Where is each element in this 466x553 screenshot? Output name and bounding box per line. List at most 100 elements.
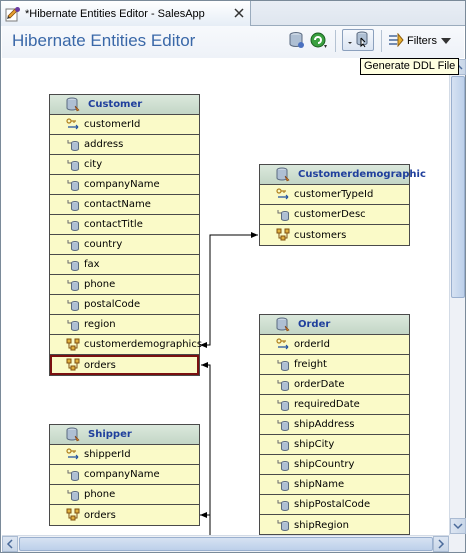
connector-customerdemographics [200,234,258,346]
property-label: orderDate [294,379,345,390]
property-row[interactable]: companyName [50,465,199,485]
property-row[interactable]: orders [50,355,199,375]
property-label: fax [84,259,100,270]
property-row[interactable]: contactTitle [50,215,199,235]
connector-orders [201,364,211,535]
property-row[interactable]: shipName [260,475,409,495]
property-label: phone [84,279,116,290]
entity-header[interactable]: Customerdemographic [260,165,426,185]
property-row[interactable]: orderId [260,335,409,355]
property-row[interactable]: shipRegion [260,515,409,535]
property-row[interactable]: contactName [50,195,199,215]
relation-icon [66,508,80,521]
connector-arrowhead [251,232,258,238]
tab-bar: *Hibernate Entities Editor - SalesApp [1,1,465,26]
field-icon [66,238,80,251]
field-icon [66,258,80,271]
entity-header[interactable]: Order [260,315,409,335]
relation-icon [276,228,290,241]
field-icon [66,298,80,311]
editor-icon [5,6,21,22]
property-label: customers [294,229,347,241]
property-row[interactable]: orderDate [260,375,409,395]
filters-dropdown[interactable]: Filters [388,31,451,51]
refresh-button[interactable] [309,31,329,51]
connector-arrowhead [201,362,208,368]
property-row[interactable]: fax [50,255,199,275]
key-icon [66,118,80,131]
property-row[interactable]: customerId [50,115,199,135]
property-row[interactable]: city [50,155,199,175]
page-title: Hibernate Entities Editor [12,31,196,50]
entity-icon [276,167,290,182]
database-button[interactable] [288,31,306,51]
property-label: customerDesc [294,209,366,220]
property-row[interactable]: shipAddress [260,415,409,435]
connector-arrowhead [200,342,207,348]
connection-layer [200,232,258,535]
property-row[interactable]: shipPostalCode [260,495,409,515]
property-label: orderId [294,339,330,350]
property-row[interactable]: orders [50,505,199,525]
property-label: contactTitle [84,219,143,230]
property-row[interactable]: customers [260,225,409,245]
property-row[interactable]: requiredDate [260,395,409,415]
property-row[interactable]: postalCode [50,295,199,315]
property-row[interactable]: customerdemographics [50,335,203,355]
property-label: contactName [84,199,151,210]
scroll-right-button[interactable] [433,536,449,552]
relation-icon [66,358,80,371]
field-icon [66,198,80,211]
vertical-scroll-thumb[interactable] [451,76,465,298]
property-label: shipCity [294,439,335,450]
field-icon [276,418,290,431]
property-row[interactable]: freight [260,355,409,375]
property-row[interactable]: customerDesc [260,205,409,225]
property-row[interactable]: country [50,235,199,255]
property-label: city [84,159,103,170]
toolbar-separator [335,30,336,52]
field-icon [66,468,80,481]
horizontal-scroll-thumb[interactable] [19,537,433,551]
property-label: customerdemographics [84,339,203,350]
editor-tab[interactable]: *Hibernate Entities Editor - SalesApp [1,1,251,26]
close-icon[interactable] [234,8,244,18]
property-row[interactable]: phone [50,485,199,505]
entity-name: Shipper [88,429,132,440]
property-label: freight [294,359,327,370]
field-icon [276,378,290,391]
entity-icon [276,317,290,332]
property-label: companyName [84,179,160,190]
entity-icon [66,97,80,112]
entity-order[interactable]: Order orderId freight orderDate requiredDate… [259,314,410,535]
field-icon [66,218,80,231]
property-row[interactable]: phone [50,275,199,295]
property-row[interactable]: customerTypeId [260,185,409,205]
scroll-left-button[interactable] [2,536,18,552]
entity-icon [66,427,80,442]
property-row[interactable]: shipCountry [260,455,409,475]
chevron-down-icon [440,35,451,47]
entity-header[interactable]: Shipper [50,425,199,445]
property-row[interactable]: companyName [50,175,199,195]
property-row[interactable]: address [50,135,199,155]
property-row[interactable]: shipperId [50,445,199,465]
key-icon [276,188,290,201]
vertical-scrollbar[interactable] [449,59,466,535]
database-icon [289,31,305,52]
entity-header[interactable]: Customer [50,95,199,115]
connector-arrowhead [200,512,207,518]
property-label: orders [84,359,116,371]
property-row[interactable]: shipCity [260,435,409,455]
generate-ddl-button[interactable] [342,29,374,51]
property-row[interactable]: region [50,315,199,335]
field-icon [276,518,290,531]
horizontal-scrollbar[interactable] [2,535,449,552]
scroll-down-button[interactable] [450,518,466,534]
field-icon [66,278,80,291]
field-icon [66,158,80,171]
